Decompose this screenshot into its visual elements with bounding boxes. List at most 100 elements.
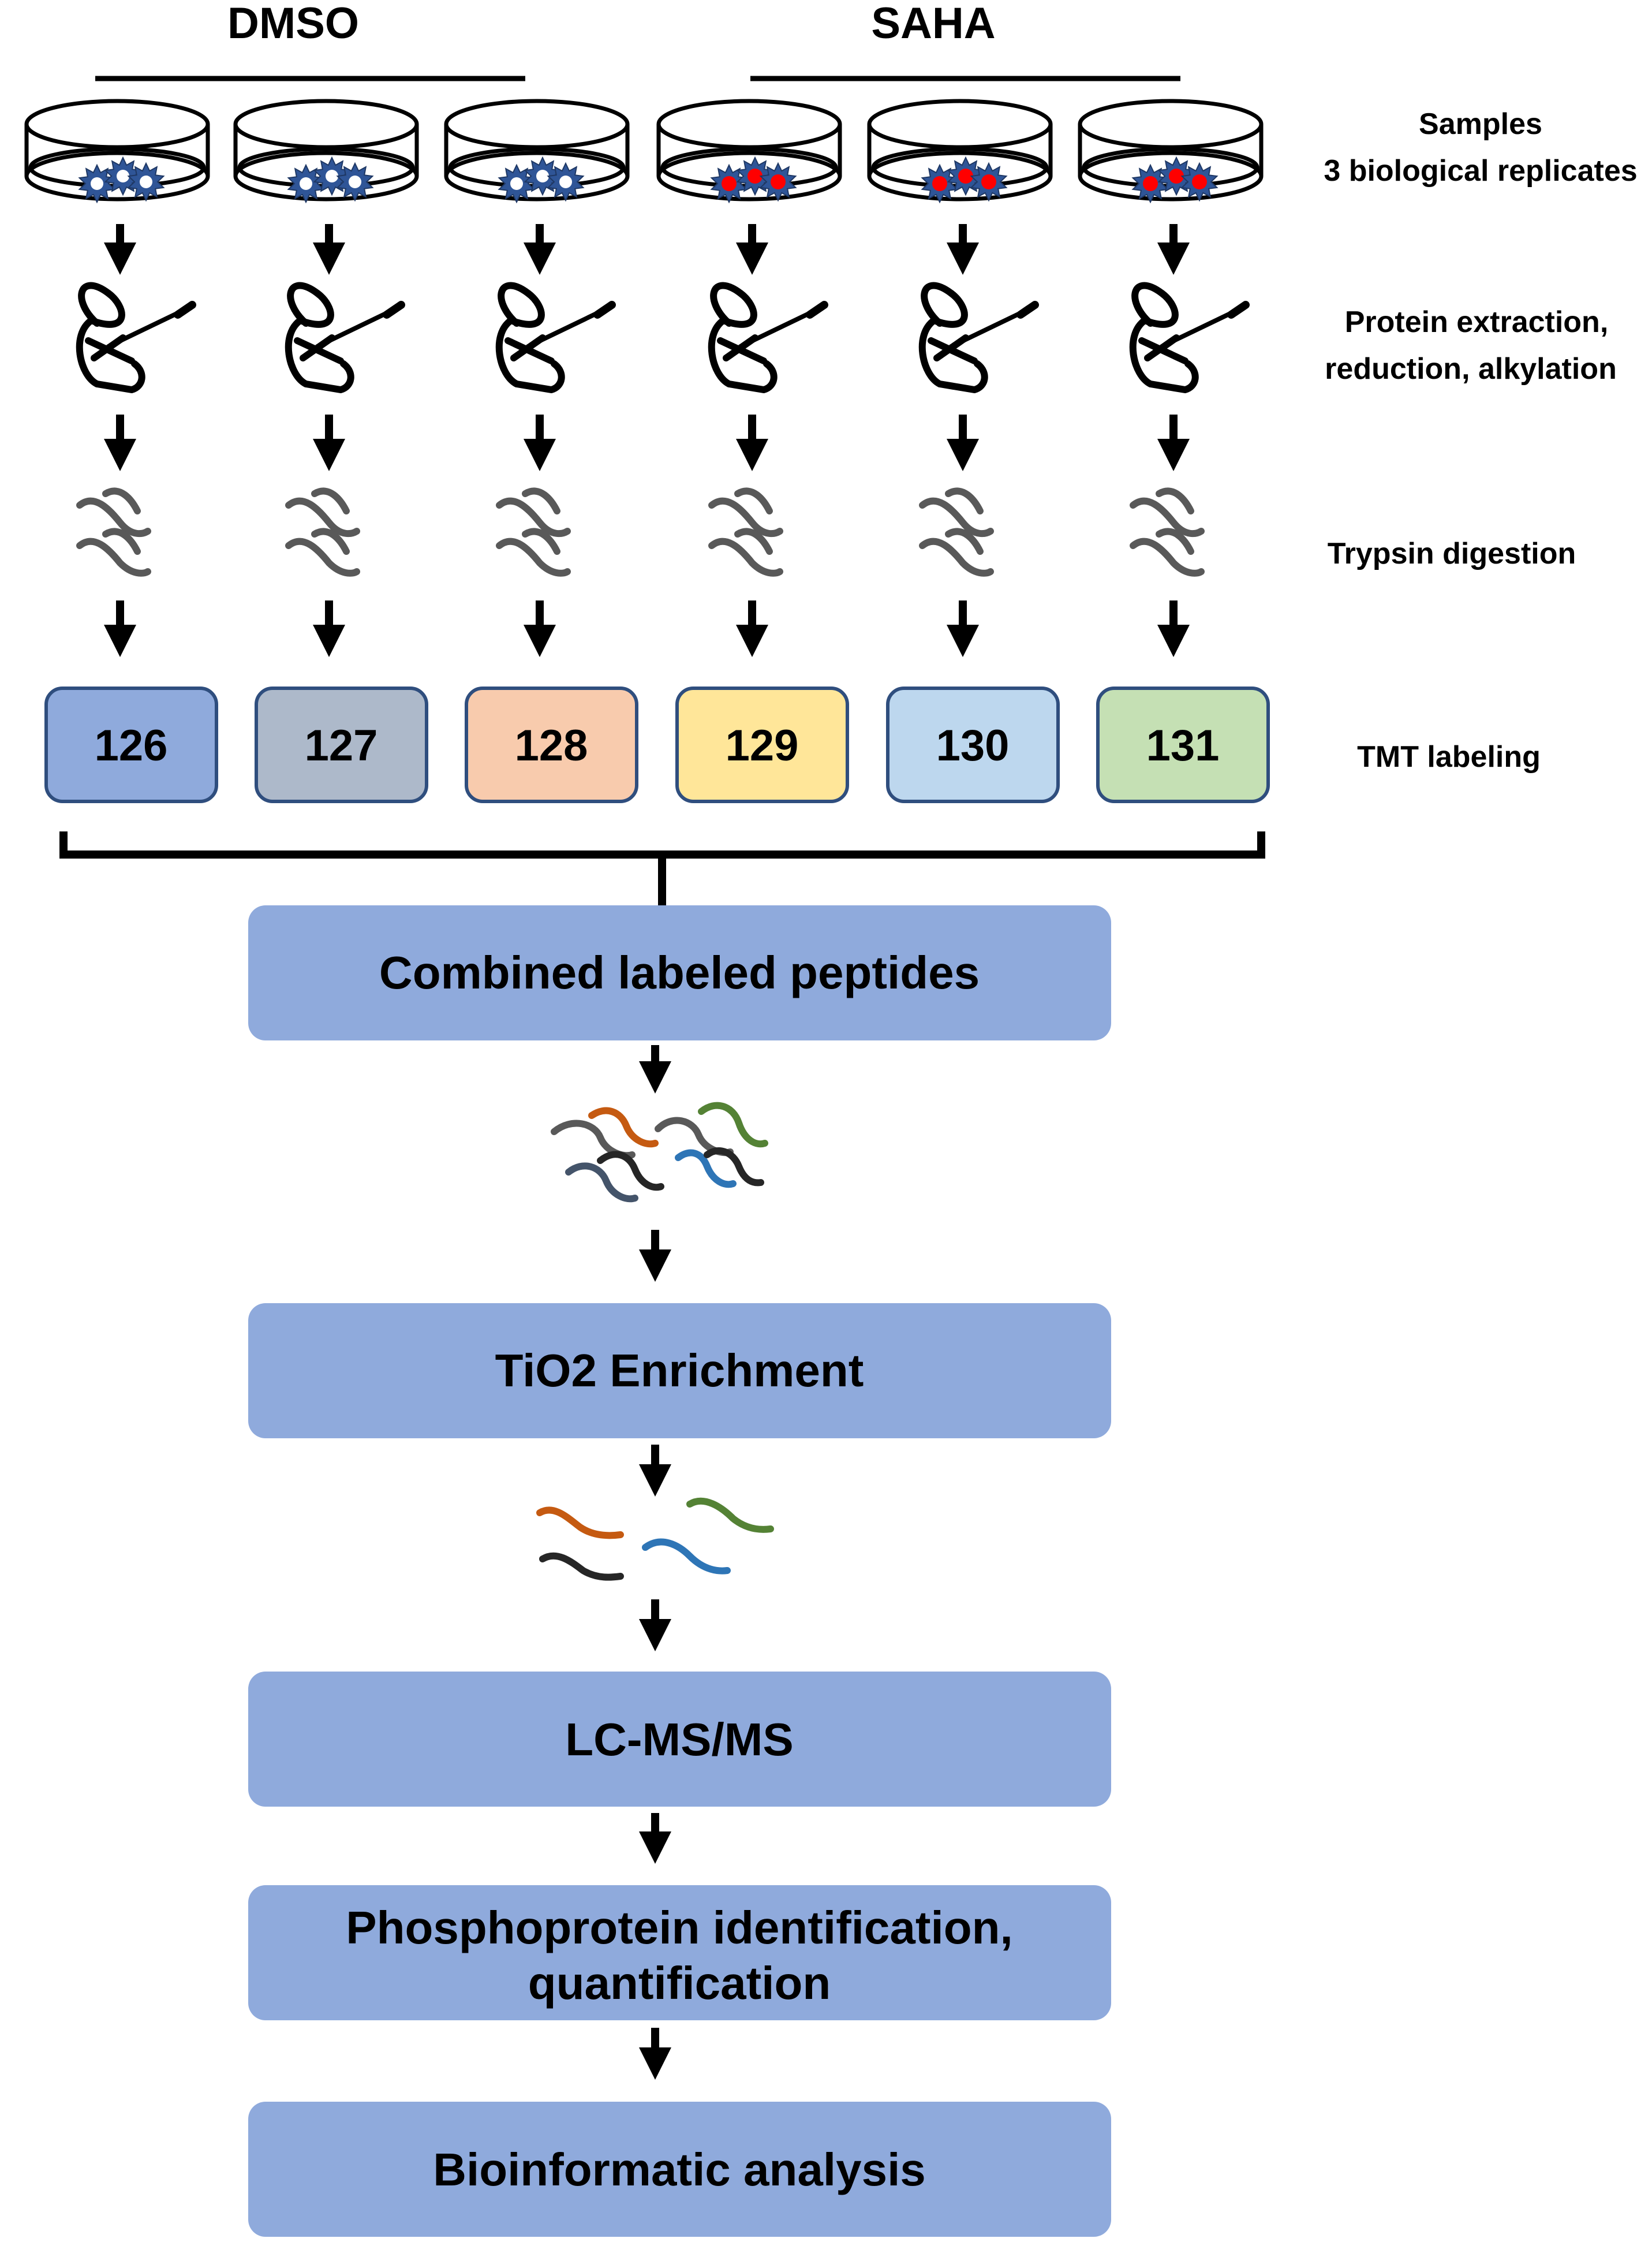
stage-label-phospho-line1: Phosphoprotein identification, [346, 1902, 1013, 1953]
step-label-tmt: TMT labeling [1357, 740, 1541, 774]
sample-columns [24, 99, 1264, 657]
group-title-dmso: DMSO [227, 0, 359, 48]
cell-core [349, 176, 361, 188]
cell-marker [932, 176, 947, 191]
peptide-strand-icon [945, 487, 984, 514]
cell-core [536, 170, 549, 182]
step-label-samples-line2: 3 biological replicates [1324, 154, 1637, 188]
tmt-box-rect [255, 687, 428, 803]
pipette-tube-icon [76, 282, 196, 393]
pipette-shaft [1160, 307, 1242, 349]
step-label-extraction-line2: reduction, alkylation [1325, 352, 1617, 386]
tmt-box-128: 128 [465, 687, 638, 803]
pipette-tip [806, 301, 828, 319]
stage-box [248, 905, 1111, 1040]
peptide-strand-icon [76, 538, 151, 577]
peptide-strand-icon [102, 528, 141, 555]
tmt-label-value: 126 [95, 721, 168, 770]
peptide-strand-icon [285, 538, 360, 577]
tube-contents [1138, 334, 1188, 364]
stage-box [248, 1885, 1111, 2020]
stage-label-bioinformatic: Bioinformatic analysis [433, 2144, 926, 2195]
peptide-strand-icon [311, 528, 350, 555]
peptide-strand-icon [708, 538, 783, 577]
pipette-shaft [526, 307, 608, 349]
stage-bioinformatic: Bioinformatic analysis [248, 2102, 1111, 2237]
dish-base [1078, 151, 1264, 202]
peptide-strand-icon [536, 1506, 624, 1539]
tube-body [285, 290, 354, 393]
pipette-shaft [106, 307, 189, 349]
peptide-strand-icon [588, 1107, 659, 1148]
stage-label-tio2: TiO2 Enrichment [495, 1345, 864, 1396]
cell-cluster [921, 156, 1008, 204]
tmt-label-boxes: 126 127 128 129 130 131 [44, 687, 1270, 803]
peptide-strand-icon [945, 528, 984, 555]
cell-core [140, 176, 152, 188]
tmt-label-value: 130 [936, 721, 1010, 770]
tmt-box-126: 126 [44, 687, 218, 803]
cell-marker [981, 174, 996, 189]
tube-cap [710, 282, 744, 327]
peptide-group [496, 487, 571, 577]
sample-column-3 [444, 99, 630, 657]
peptide-strand-icon [708, 497, 783, 538]
pipette-tube-icon [285, 282, 405, 393]
peptide-strand-icon [1156, 487, 1194, 514]
tube-body [708, 290, 778, 393]
stage-box [248, 2102, 1111, 2237]
cell-marker [958, 169, 973, 184]
cell-cluster [287, 156, 374, 204]
peptide-strand-icon [597, 1151, 664, 1191]
tmt-label-value: 129 [726, 721, 799, 770]
peptide-strand-icon [686, 1497, 774, 1533]
stage-box [248, 1303, 1111, 1438]
peptide-strand-icon [704, 1147, 764, 1187]
peptide-strand-icon [698, 1102, 768, 1148]
dish-base [444, 151, 630, 202]
dish-base [656, 151, 842, 202]
tmt-box-rect [465, 687, 638, 803]
dish-lid [656, 99, 842, 150]
pipette-tube-icon [708, 282, 828, 393]
peptide-strand-icon [1130, 538, 1205, 577]
tube-contents [504, 334, 555, 364]
tube-cap [287, 282, 321, 327]
cell-core [117, 170, 129, 182]
pipette-tube-icon [1129, 282, 1250, 393]
pipette-tube-icon [918, 282, 1039, 393]
peptide-strand-icon [496, 497, 571, 538]
peptide-strand-icon [522, 487, 560, 514]
cell-cluster [710, 156, 797, 204]
peptide-strand-icon [1156, 528, 1194, 555]
stage-lcms: LC-MS/MS [248, 1672, 1111, 1807]
tmt-label-value: 131 [1146, 721, 1220, 770]
tmt-box-127: 127 [255, 687, 428, 803]
cell-marker [1143, 176, 1158, 191]
peptide-strand-icon [734, 487, 773, 514]
dish-lid [24, 99, 210, 150]
cell-core [326, 170, 338, 182]
peptide-strand-icon [102, 487, 141, 514]
peptide-strand-icon [285, 497, 360, 538]
peptide-group [708, 487, 783, 577]
tube-cap [78, 282, 112, 327]
tube-contents [294, 334, 344, 364]
peptide-strand-icon [539, 1552, 624, 1581]
step-label-samples-line1: Samples [1419, 107, 1542, 141]
dish-base [233, 151, 419, 202]
petri-dish-icon [867, 99, 1053, 202]
tmt-box-rect [675, 687, 849, 803]
tube-body [76, 290, 145, 393]
dish-lid [233, 99, 419, 150]
tmt-box-129: 129 [675, 687, 849, 803]
stage-label-phospho-line2: quantification [528, 1957, 831, 2009]
cell-marker [771, 174, 786, 189]
peptide-strand-icon [675, 1149, 737, 1188]
peptide-strand-icon [311, 487, 350, 514]
petri-dish-icon [24, 99, 210, 202]
tube-contents [717, 334, 767, 364]
petri-dish-icon [444, 99, 630, 202]
dish-lid [1078, 99, 1264, 150]
